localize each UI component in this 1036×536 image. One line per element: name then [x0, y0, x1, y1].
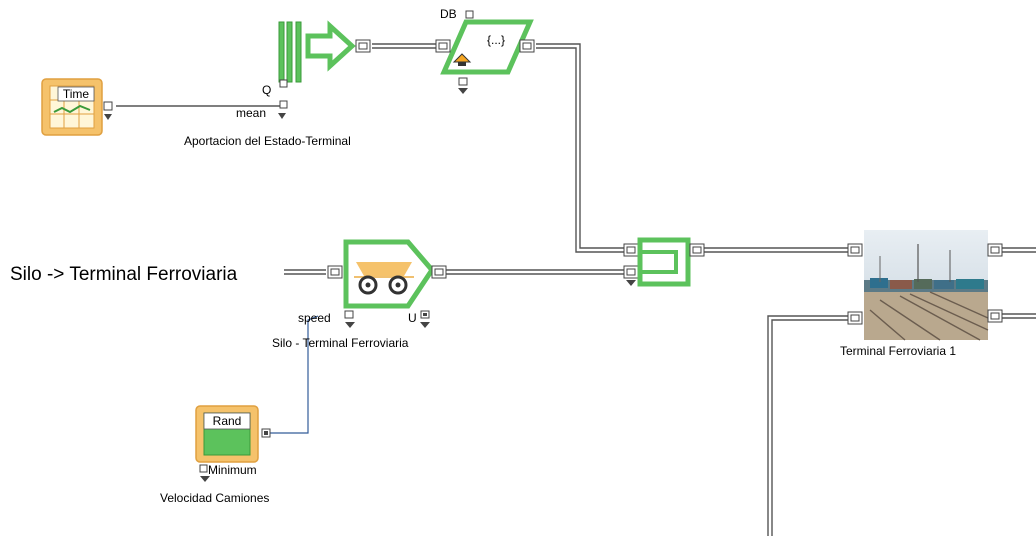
- speed-port[interactable]: [345, 311, 353, 318]
- db-in-port[interactable]: [436, 40, 450, 52]
- merge-out-port[interactable]: [690, 244, 704, 256]
- terminal-out-port-top[interactable]: [988, 244, 1002, 256]
- db-port-label: DB: [440, 7, 457, 21]
- terminal-in-port-top[interactable]: [848, 244, 862, 256]
- time-block[interactable]: Time: [42, 79, 112, 135]
- merge-in-port-top[interactable]: [624, 244, 638, 256]
- rail-yard-photo: [864, 230, 988, 340]
- merge-in-port-bottom[interactable]: [624, 266, 638, 278]
- mean-port-label: mean: [236, 106, 266, 120]
- db-port[interactable]: [466, 11, 473, 18]
- source-label: Silo -> Terminal Ferroviaria: [10, 264, 238, 285]
- truck-out-port[interactable]: [432, 266, 446, 278]
- aportacion-out-port[interactable]: [356, 40, 370, 52]
- rand-label: Velocidad Camiones: [160, 491, 269, 505]
- time-title: Time: [63, 87, 90, 101]
- minimum-port-label: Minimum: [208, 463, 257, 477]
- db-out-port[interactable]: [520, 40, 534, 52]
- db-text: {...}: [487, 33, 505, 47]
- q-port[interactable]: [280, 80, 287, 87]
- terminal-block[interactable]: Terminal Ferroviaria 1: [840, 230, 1002, 358]
- time-down-arrow: [104, 114, 112, 120]
- flow-arrow-icon: [308, 26, 352, 66]
- db-bottom-port[interactable]: [459, 78, 467, 85]
- minimum-port[interactable]: [200, 465, 207, 472]
- aportacion-label: Aportacion del Estado-Terminal: [184, 134, 351, 148]
- aportacion-block[interactable]: Q mean Aportacion del Estado-Terminal: [184, 22, 370, 148]
- time-out-port[interactable]: [104, 102, 112, 110]
- truck-block[interactable]: speed U Silo - Terminal Ferroviaria: [272, 242, 446, 350]
- terminal-in-port-bottom[interactable]: [848, 312, 862, 324]
- q-port-label: Q: [262, 83, 271, 97]
- mean-port[interactable]: [280, 101, 287, 108]
- db-block[interactable]: {...} DB: [436, 7, 534, 94]
- terminal-label: Terminal Ferroviaria 1: [840, 344, 956, 358]
- rand-title: Rand: [213, 414, 242, 428]
- rand-block[interactable]: Rand Minimum Velocidad Camiones: [160, 406, 270, 505]
- truck-label: Silo - Terminal Ferroviaria: [272, 336, 409, 350]
- merge-block[interactable]: [624, 240, 704, 286]
- truck-in-port[interactable]: [328, 266, 342, 278]
- u-port-label: U: [408, 311, 417, 325]
- speed-port-label: speed: [298, 311, 331, 325]
- terminal-out-port-bottom[interactable]: [988, 310, 1002, 322]
